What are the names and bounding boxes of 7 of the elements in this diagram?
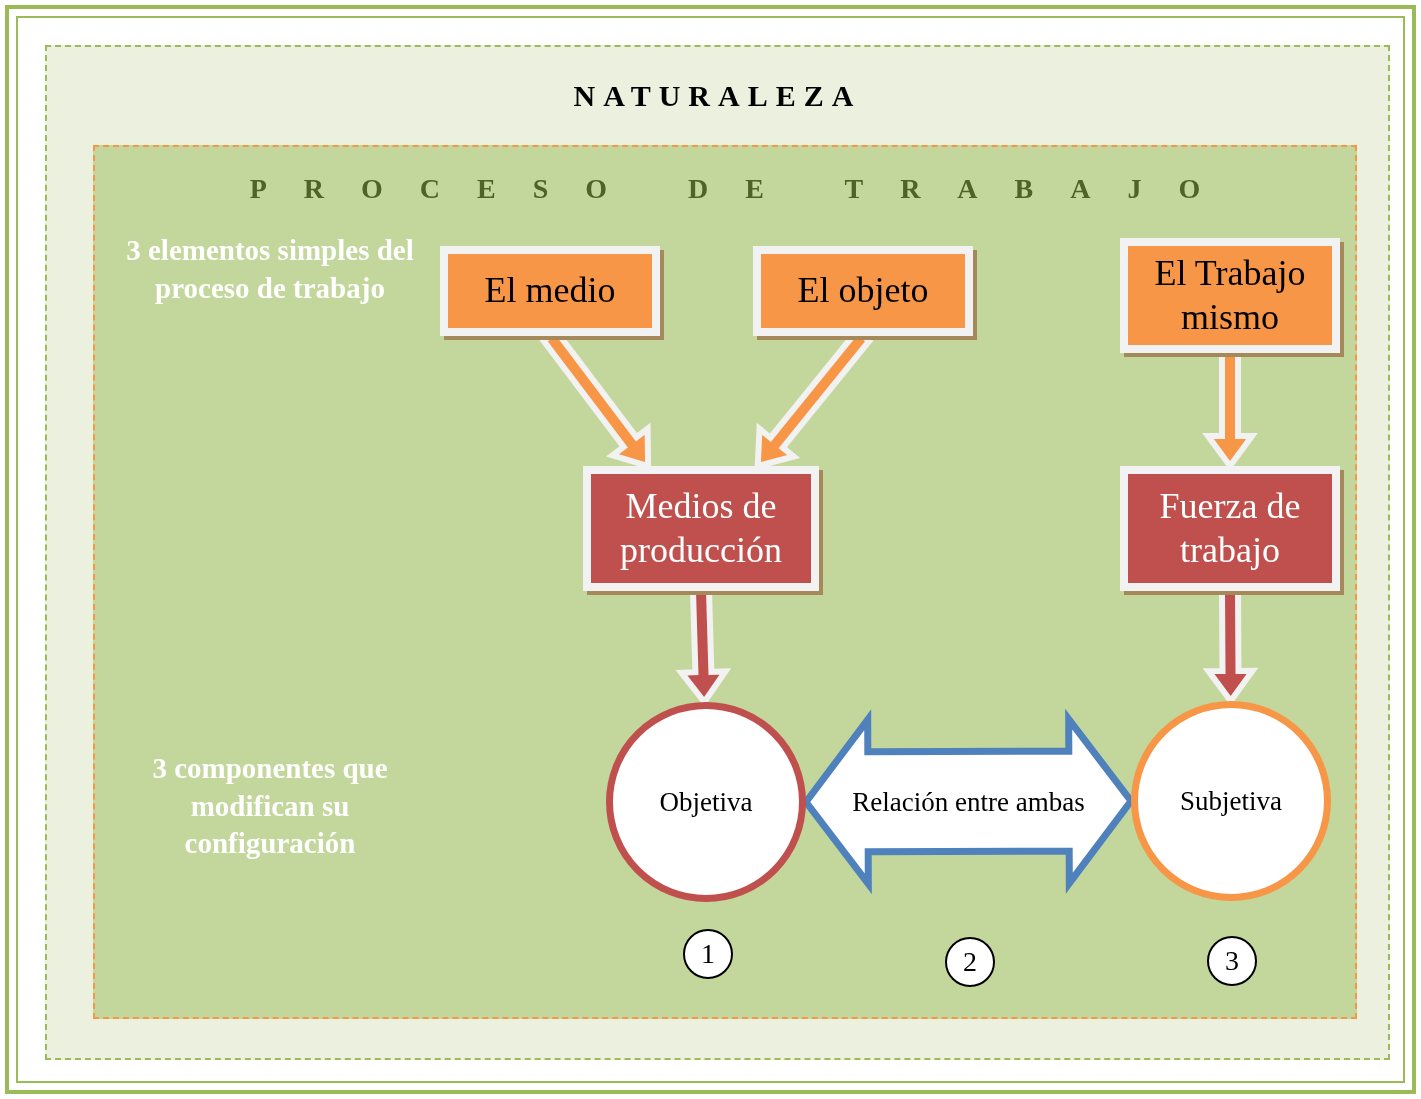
component-circle: Subjetiva [1131, 701, 1331, 901]
component-circle: Objetiva [606, 702, 806, 902]
region-title: PROCESO DE TRABAJO [248, 173, 1239, 205]
side-note: 3 elementos simples del proceso de trabajo [125, 233, 415, 306]
inner-region [93, 145, 1357, 1019]
region-title: NATURALEZA [572, 79, 863, 113]
side-note: 3 componentes que modifican su configuración [151, 751, 389, 862]
